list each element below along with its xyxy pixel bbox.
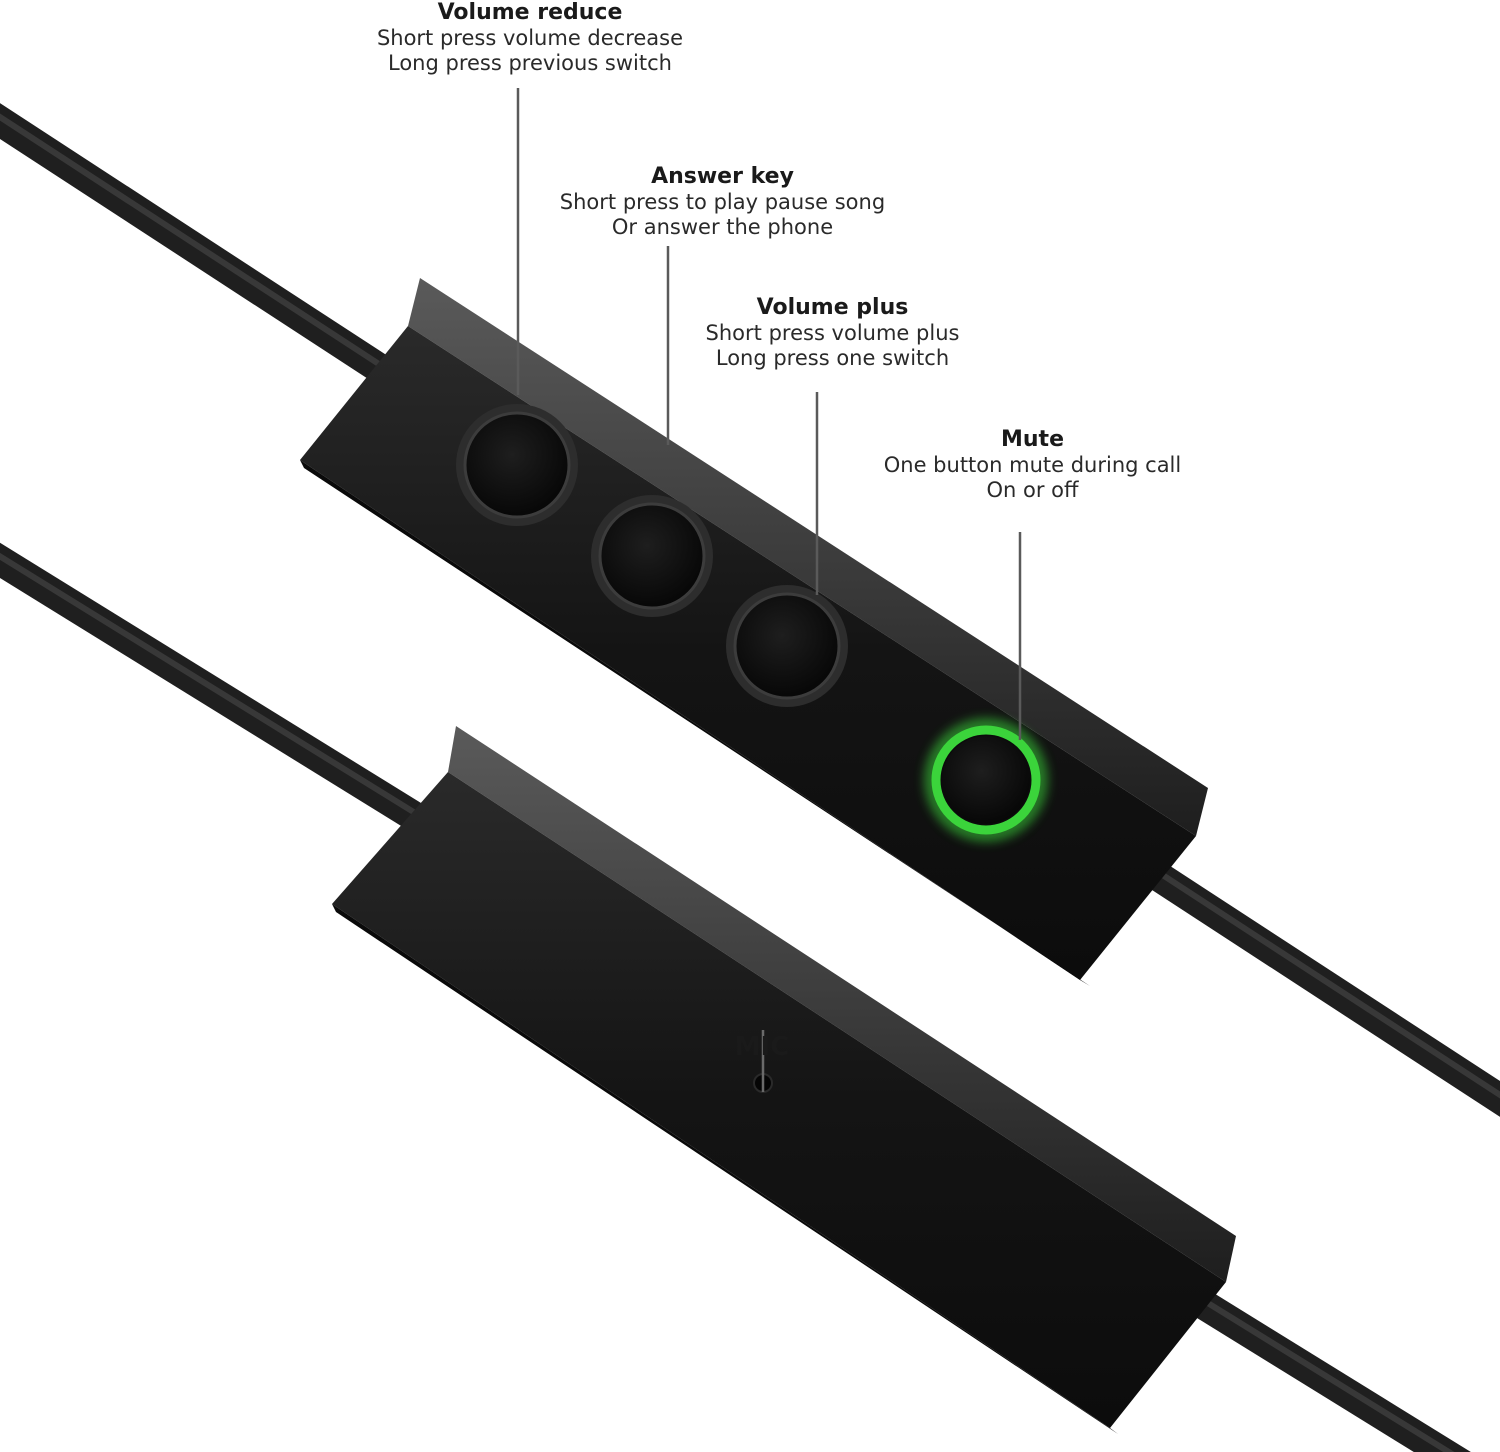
volume-reduce-desc-2: Long press previous switch [388,51,672,75]
answer-key-desc-1: Short press to play pause song [559,190,886,214]
answer-key-button[interactable] [591,495,713,617]
mic-unit [332,726,1236,1434]
volume-plus-title: Volume plus [756,295,909,320]
volume-plus-annotation: Volume plus Short press volume plus Long… [640,295,1025,371]
volume-reduce-button[interactable] [456,404,578,526]
answer-key-title: Answer key [651,164,794,189]
volume-reduce-title: Volume reduce [437,0,623,25]
mute-title: Mute [1001,427,1064,452]
mic-title: MIC [734,1032,790,1062]
mute-button[interactable] [924,718,1048,842]
answer-key-desc-2: Or answer the phone [611,215,834,239]
volume-reduce-annotation: Volume reduce Short press volume decreas… [300,0,760,76]
mute-annotation: Mute One button mute during call On or o… [820,427,1245,503]
mute-desc-2: On or off [986,478,1079,502]
volume-plus-desc-1: Short press volume plus [705,321,960,345]
volume-plus-button[interactable] [726,585,848,707]
mute-desc-1: One button mute during call [883,453,1182,477]
answer-key-annotation: Answer key Short press to play pause son… [470,164,975,240]
volume-plus-desc-2: Long press one switch [715,346,950,370]
mic-annotation: MIC [700,1032,824,1062]
volume-reduce-desc-1: Short press volume decrease [376,26,684,50]
